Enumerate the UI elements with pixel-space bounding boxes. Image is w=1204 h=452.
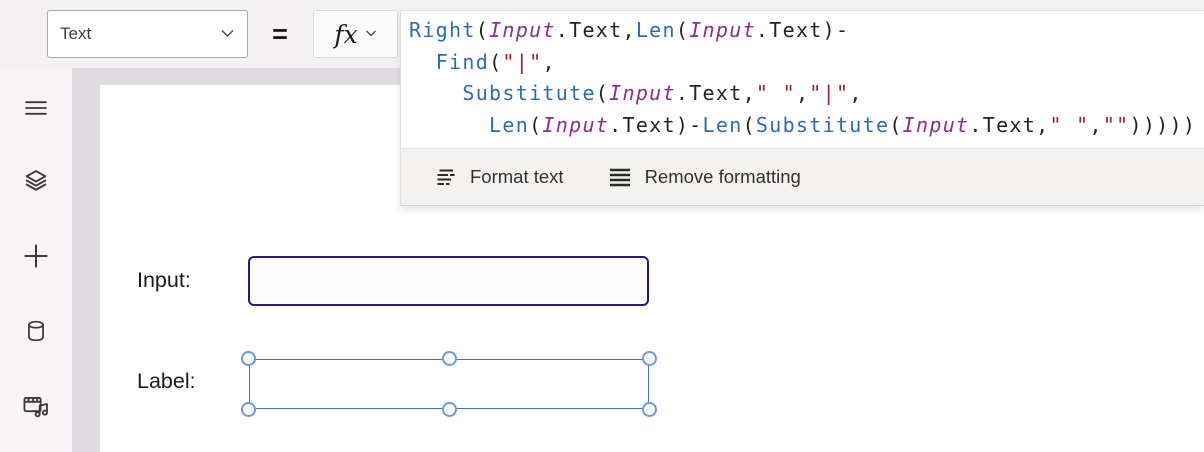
resize-handle-bottom-middle[interactable]	[441, 402, 457, 417]
chevron-down-icon	[220, 24, 235, 44]
input-caption: Input:	[137, 268, 191, 292]
formula-code-line: Right(Input.Text,Len(Input.Text)-	[409, 18, 850, 42]
insert-plus-icon[interactable]	[17, 237, 55, 275]
formula-toolbar: Format text Remove formatting	[401, 148, 1204, 206]
resize-handle-top-left[interactable]	[241, 351, 256, 366]
resize-handle-top-middle[interactable]	[441, 351, 457, 366]
remove-formatting-label: Remove formatting	[644, 166, 801, 187]
hamburger-menu-icon[interactable]	[17, 89, 55, 127]
format-text-icon	[435, 166, 457, 188]
formula-code-line: Substitute(Input.Text," ","|",	[462, 81, 863, 105]
resize-handle-top-right[interactable]	[642, 351, 657, 366]
canvas-text-input[interactable]	[248, 256, 649, 306]
tree-view-layers-icon[interactable]	[17, 162, 55, 200]
remove-formatting-icon	[608, 166, 632, 188]
formula-code-editor[interactable]: Right(Input.Text,Len(Input.Text)- Find("…	[401, 11, 1204, 148]
formula-code-line: Find("|",	[435, 49, 556, 74]
left-navigation-rail	[0, 68, 72, 452]
label-caption: Label:	[137, 369, 196, 393]
fx-icon: fx	[334, 19, 358, 49]
format-text-label: Format text	[470, 166, 564, 187]
formula-bar-panel: Right(Input.Text,Len(Input.Text)- Find("…	[400, 10, 1204, 206]
remove-formatting-button[interactable]: Remove formatting	[608, 166, 801, 188]
equals-sign: =	[272, 18, 288, 49]
resize-handle-bottom-left[interactable]	[241, 402, 256, 417]
selected-label-control[interactable]	[241, 351, 657, 417]
data-cylinder-icon[interactable]	[17, 312, 55, 350]
fx-dropdown-button[interactable]: fx	[313, 10, 398, 58]
format-text-button[interactable]: Format text	[435, 166, 564, 188]
resize-handle-bottom-right[interactable]	[642, 402, 657, 417]
media-icon[interactable]	[17, 387, 55, 425]
formula-code-line: Len(Input.Text)-Len(Substitute(Input.Tex…	[489, 112, 1197, 137]
chevron-down-icon	[365, 25, 377, 43]
property-selector-dropdown[interactable]: Text	[47, 10, 248, 58]
property-selector-value: Text	[60, 24, 92, 43]
